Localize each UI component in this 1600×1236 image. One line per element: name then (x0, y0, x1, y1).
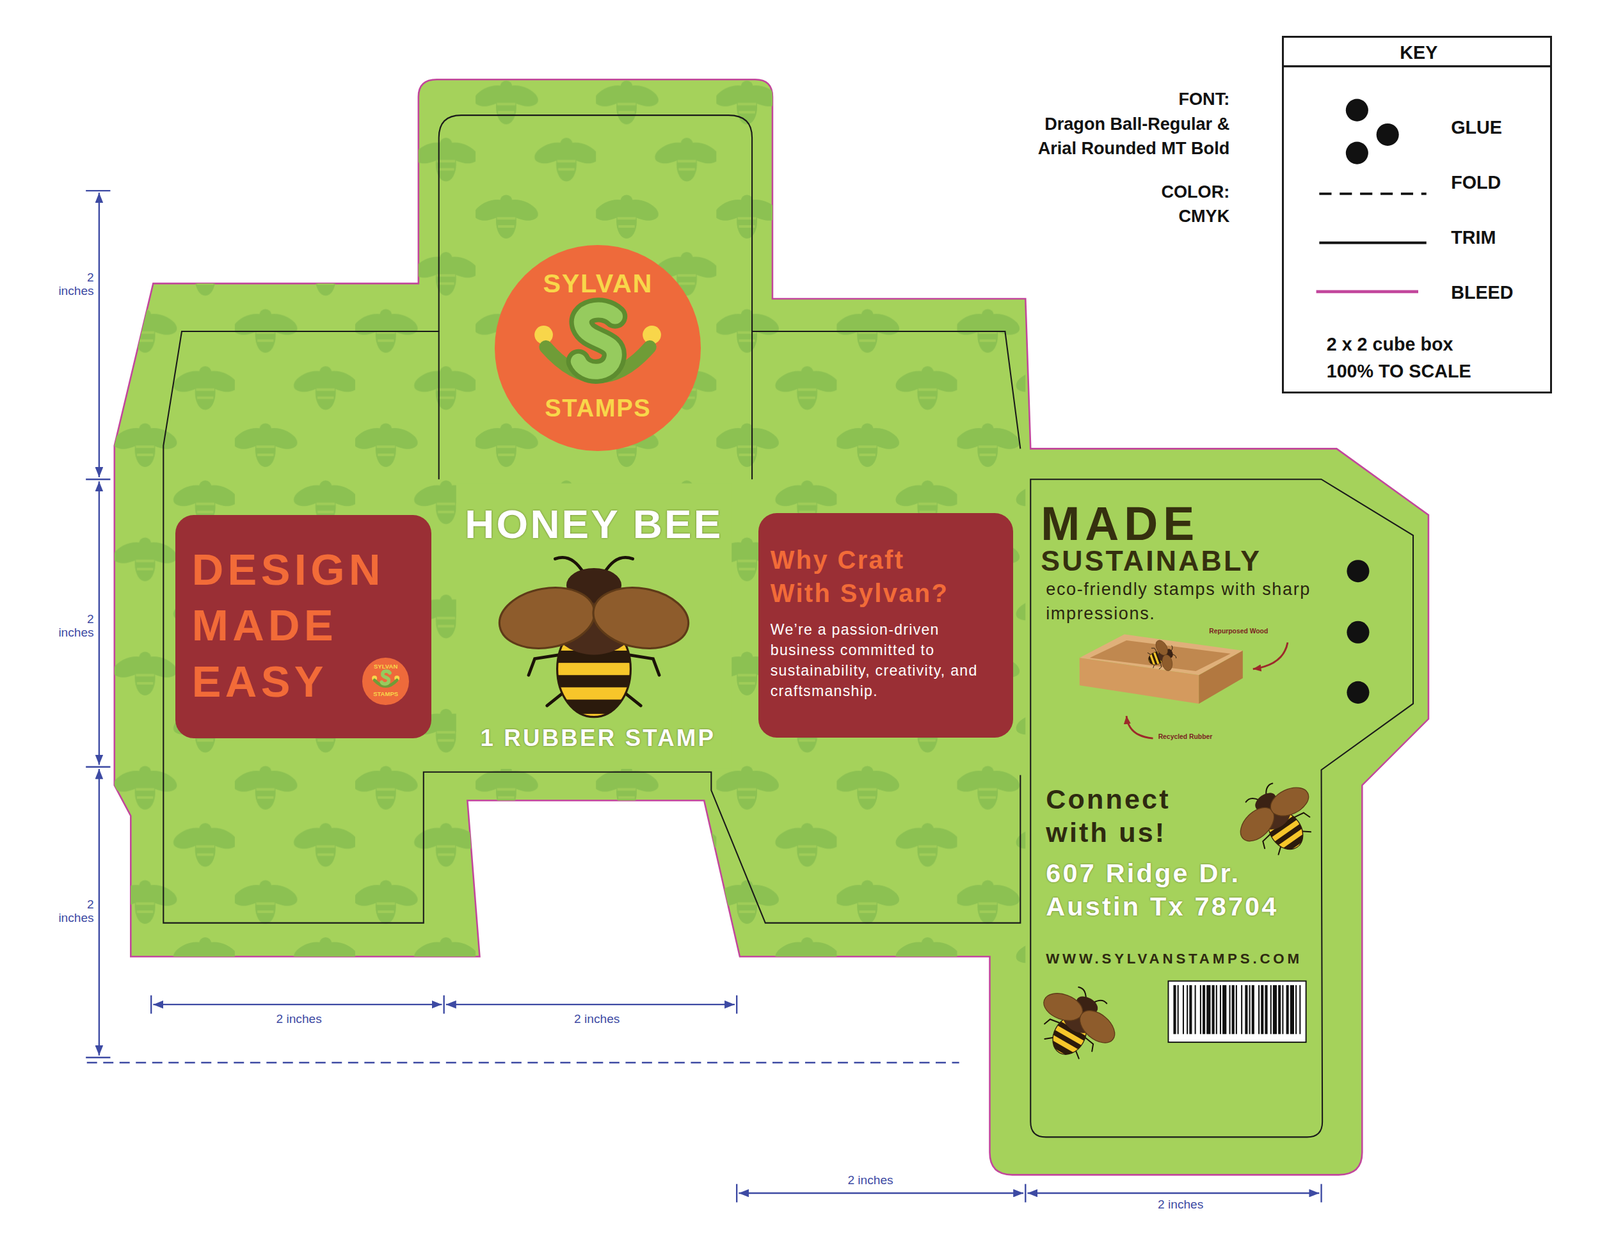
barcode-bar (1216, 985, 1218, 1035)
tray-illustration (1079, 634, 1243, 704)
panel-heading: Connect with us! (1045, 782, 1220, 850)
legend-text: BLEED (1450, 281, 1513, 304)
key-note: 2 x 2 cube box (1326, 333, 1454, 356)
barcode-bar (1278, 985, 1281, 1035)
key-box: KEY (1281, 35, 1553, 395)
info-heading: Why Craft With Sylvan? (770, 544, 970, 611)
barcode-bar (1251, 985, 1255, 1035)
barcode-ground (1168, 981, 1306, 1043)
product-count: 1 RUBBER STAMP (480, 724, 716, 753)
barcode-bar (1235, 985, 1238, 1035)
barcode-bar (1258, 985, 1260, 1035)
barcode-bar (1212, 985, 1215, 1035)
logo-badge: SYLVAN STAMPS (362, 657, 409, 705)
spec-text: CMYK (1178, 206, 1230, 228)
panel-subheading: SUSTAINABLY (1040, 544, 1262, 579)
barcode-bar (1272, 985, 1277, 1035)
dimension-label: 2 inches (1157, 1198, 1204, 1213)
barcode-bar (1202, 985, 1206, 1035)
barcode-bar (1173, 985, 1176, 1035)
spec-heading: FONT: (1178, 88, 1230, 111)
key-divider (1282, 65, 1551, 68)
product-name: HONEY BEE (464, 499, 723, 550)
info-text: We’re a passion-driven business committe… (770, 620, 1001, 703)
legend-text: TRIM (1450, 226, 1496, 249)
callout-label: Repurposed Wood (1208, 627, 1268, 636)
barcode-bar (1299, 985, 1301, 1035)
barcode-bar (1186, 985, 1188, 1035)
barcode-bar (1286, 985, 1289, 1035)
barcode-bar (1249, 985, 1251, 1035)
address-text: 607 Ridge Dr. Austin Tx 78704 (1045, 856, 1328, 924)
key-title: KEY (1399, 41, 1438, 64)
panel-box: DESIGN MADE EASYSYLVANSTAMPS (175, 515, 432, 739)
callout-leaders (1126, 642, 1288, 739)
barcode-bar (1200, 985, 1202, 1035)
dimension-label: 2 inches (53, 270, 95, 298)
barcode-bar (1194, 985, 1197, 1035)
barcode-bar (1244, 985, 1248, 1035)
barcode-bar (1182, 985, 1184, 1035)
barcode-bar (1228, 985, 1231, 1035)
dimension-label: 2 inches (276, 1012, 322, 1028)
legend-samples (1316, 99, 1427, 292)
barcode-bar (1240, 985, 1243, 1035)
barcode-bar (1281, 985, 1284, 1035)
panel-heading: MADE (1040, 496, 1200, 553)
logo-text: STAMPS (544, 393, 651, 424)
barcode-bar (1177, 985, 1179, 1035)
glue-dots (1346, 560, 1369, 704)
dimension-label: 2 inches (574, 1012, 620, 1028)
barcode-bar (1219, 985, 1222, 1035)
logo-text: SYLVAN (543, 267, 654, 300)
barcode-bar (1295, 985, 1297, 1035)
barcode-bar (1222, 985, 1227, 1035)
bee-illustration (1023, 974, 1129, 1074)
logo-text: STAMPS (373, 690, 399, 698)
panel-text: eco-friendly stamps with sharp impressio… (1045, 577, 1314, 626)
barcode (1173, 985, 1301, 1035)
front-panel-ground (456, 483, 732, 770)
legend-text: GLUE (1450, 116, 1503, 139)
logo-text: SYLVAN (373, 663, 398, 671)
spec-text: Dragon Ball-Regular & Arial Rounded MT B… (1013, 112, 1230, 160)
bee-illustration (494, 557, 694, 717)
barcode-bar (1290, 985, 1295, 1035)
legend-text: FOLD (1450, 171, 1501, 194)
barcode-bar (1206, 985, 1211, 1035)
barcode-bar (1264, 985, 1268, 1035)
dimension-lines (85, 190, 1321, 1203)
barcode-bar (1270, 985, 1272, 1035)
bee-illustration (1224, 768, 1332, 872)
bee-pattern (114, 71, 1026, 970)
dimension-label: 2 inches (53, 897, 95, 925)
trim-lines (163, 115, 1414, 1138)
spec-heading: COLOR: (1160, 181, 1230, 203)
callout-label: Recycled Rubber (1158, 733, 1213, 742)
dimension-label: 2 inches (847, 1173, 893, 1189)
barcode-bar (1232, 985, 1235, 1035)
key-note: 100% TO SCALE (1326, 360, 1472, 383)
barcode-bar (1260, 985, 1264, 1035)
dimension-label: 2 inches (53, 612, 95, 640)
barcode-bar (1189, 985, 1192, 1035)
logo-badge: SYLVAN STAMPS (494, 245, 701, 452)
website-text: WWW.SYLVANSTAMPS.COM (1045, 951, 1303, 969)
info-box: Why Craft With Sylvan? We’re a passion-dr… (758, 513, 1014, 738)
